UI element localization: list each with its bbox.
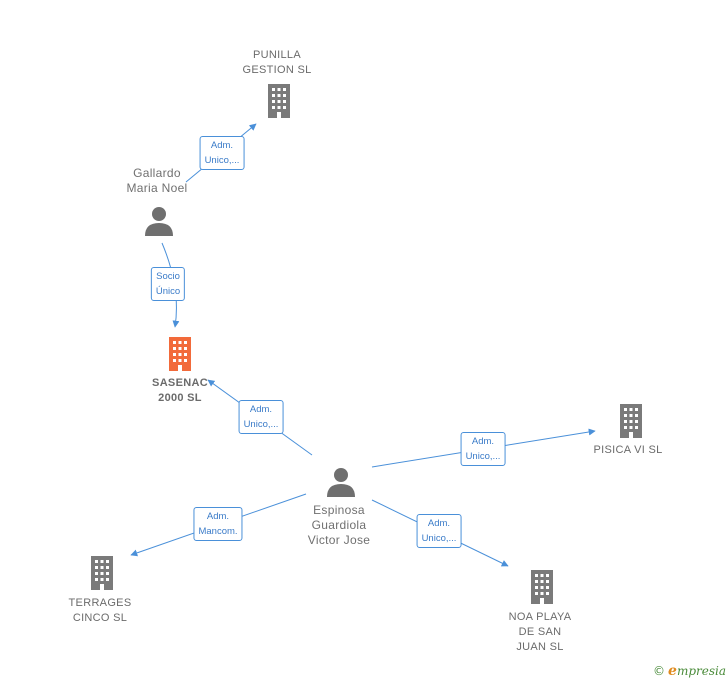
empresia-watermark: ©empresia (653, 663, 726, 679)
person-icon (145, 207, 173, 236)
edge-label-line: Adm. (471, 436, 495, 447)
person-icon (327, 468, 355, 497)
building-icon (620, 404, 642, 438)
building-icon (91, 556, 113, 590)
edge-label-espinosa-sasenac: Adm. Unico,... (238, 400, 284, 434)
edge-label-line: Único (155, 286, 181, 297)
edge-label-gallardo-punilla: Adm. Unico,... (199, 136, 245, 170)
edge-label-line: Unico,... (204, 155, 240, 166)
building-icon (268, 84, 290, 118)
brand-initial: e (668, 663, 677, 679)
edge-label-line: Socio (156, 271, 180, 282)
edge-label-line: Adm. (206, 511, 230, 522)
building-icon (531, 570, 553, 604)
edge-label-espinosa-noa: Adm. Unico,... (416, 514, 462, 548)
company-name-pisica[interactable]: PISICA VI SL (593, 444, 663, 456)
edge-label-line: Unico,... (465, 451, 501, 462)
brand-name: mpresia (676, 664, 726, 678)
edge-label-line: Unico,... (421, 533, 457, 544)
edge-label-line: Adm. (427, 518, 451, 529)
edge-label-espinosa-pisica: Adm. Unico,... (460, 432, 506, 466)
copyright-icon: © (653, 664, 666, 678)
edge-label-line: Unico,... (243, 419, 279, 430)
building-focus-icon (169, 337, 191, 371)
edge-label-line: Adm. (210, 140, 234, 151)
edge-label-espinosa-terrages: Adm. Mancom. (193, 507, 243, 541)
edge-label-line: Mancom. (198, 526, 238, 537)
edge-label-gallardo-sasenac: Socio Único (150, 267, 186, 301)
edge-label-line: Adm. (249, 404, 273, 415)
